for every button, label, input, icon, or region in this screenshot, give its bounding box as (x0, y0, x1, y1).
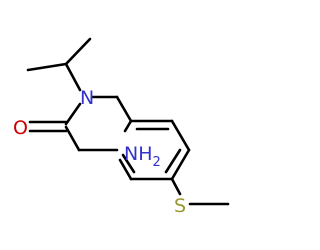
structure-canvas: N O NH2 S (13, 37, 230, 217)
bond-isopropyl-to-n (64, 62, 82, 92)
amine-h-label: H (138, 143, 152, 165)
bond-ring-inner-2 (164, 148, 182, 174)
bond-ring-3 (170, 148, 191, 181)
sulfur-label: S (174, 195, 186, 217)
bond-n-to-carbonyl (64, 102, 82, 126)
amine-subscript: 2 (153, 155, 161, 170)
bond-ring-inner-3 (121, 153, 136, 174)
nitrogen-label: N (80, 87, 94, 109)
bond-isopropyl-methyl-left (26, 62, 68, 72)
bond-isopropyl-methyl-upper (64, 37, 92, 66)
bond-ch2-to-ring (115, 95, 133, 123)
bond-carbonyl-to-alpha (64, 125, 81, 152)
molecule-diagram: N O NH2 S (13, 37, 230, 217)
atom-labels: N O NH2 S (13, 87, 186, 217)
amine-n-label: N (124, 143, 138, 165)
bond-group (26, 37, 230, 206)
oxygen-label: O (13, 117, 28, 139)
bond-ring-5 (118, 158, 133, 181)
bond-ring-6 (123, 119, 133, 133)
bond-ring-to-sulfur (170, 177, 182, 196)
bond-ring-2 (170, 119, 191, 152)
amine-label: NH2 (124, 143, 161, 170)
